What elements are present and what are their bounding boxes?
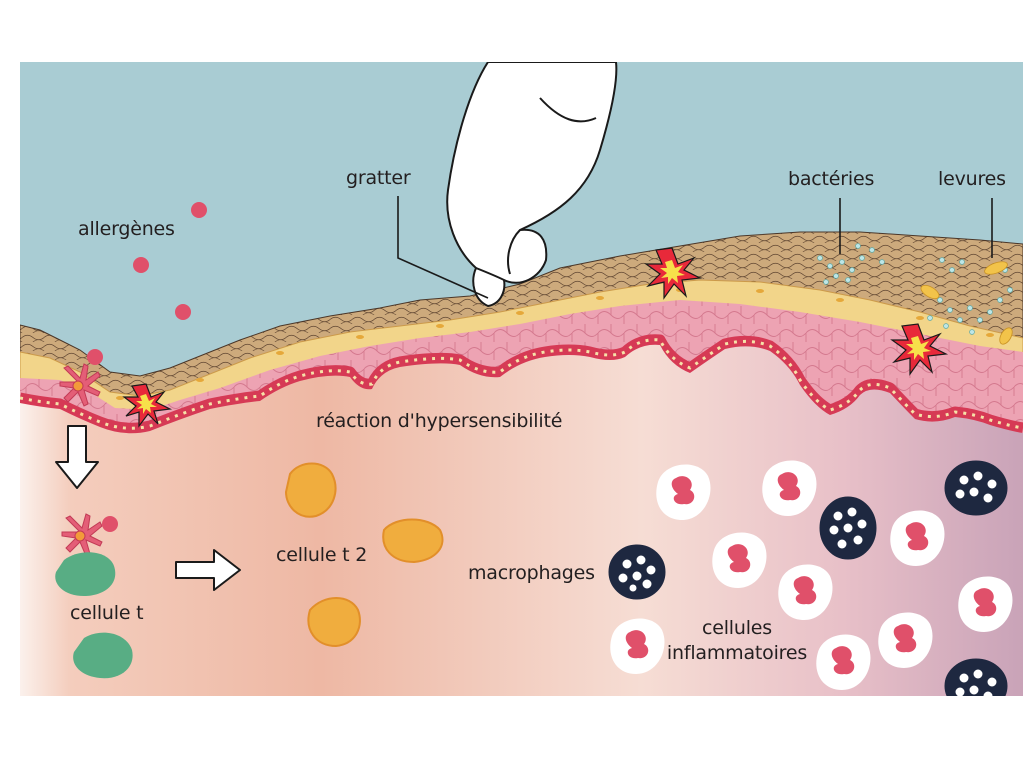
yeast-cells	[920, 261, 1013, 345]
label-scratch: gratter	[346, 167, 411, 189]
label-t2-cell: cellule t 2	[276, 544, 368, 566]
scratching-finger-icon	[446, 62, 618, 307]
label-bacteria: bactéries	[788, 168, 875, 190]
label-allergens: allergènes	[78, 218, 175, 240]
dendritic-cell-icon	[61, 513, 103, 557]
basal-membrane-dots	[20, 338, 1023, 430]
label-t-cell: cellule t	[70, 602, 144, 624]
label-inflammatory-cells: cellules inflammatoires	[662, 616, 812, 666]
leader-lines	[397, 196, 993, 299]
explosion-icon	[122, 383, 173, 428]
label-hypersensitivity: réaction d'hypersensibilité	[316, 410, 563, 432]
explosion-icon	[644, 247, 703, 300]
allergen-particle	[102, 516, 118, 532]
macrophages	[608, 460, 1008, 696]
label-yeasts: levures	[938, 168, 1006, 190]
granular-dots	[116, 288, 994, 400]
label-inflammatory-line1: cellules	[701, 617, 772, 639]
t2-cells	[284, 462, 444, 648]
allergen-particles	[87, 202, 207, 365]
arrow-right-icon	[175, 549, 241, 591]
dendritic-cell-icon	[59, 363, 101, 407]
inflammatory-cells	[610, 460, 1013, 690]
t-cells	[55, 552, 133, 679]
label-macrophages: macrophages	[468, 562, 595, 584]
label-inflammatory-line2: inflammatoires	[666, 642, 808, 664]
explosion-icon	[890, 323, 949, 376]
arrow-down-icon	[55, 425, 99, 489]
dermis-top	[20, 344, 1023, 460]
